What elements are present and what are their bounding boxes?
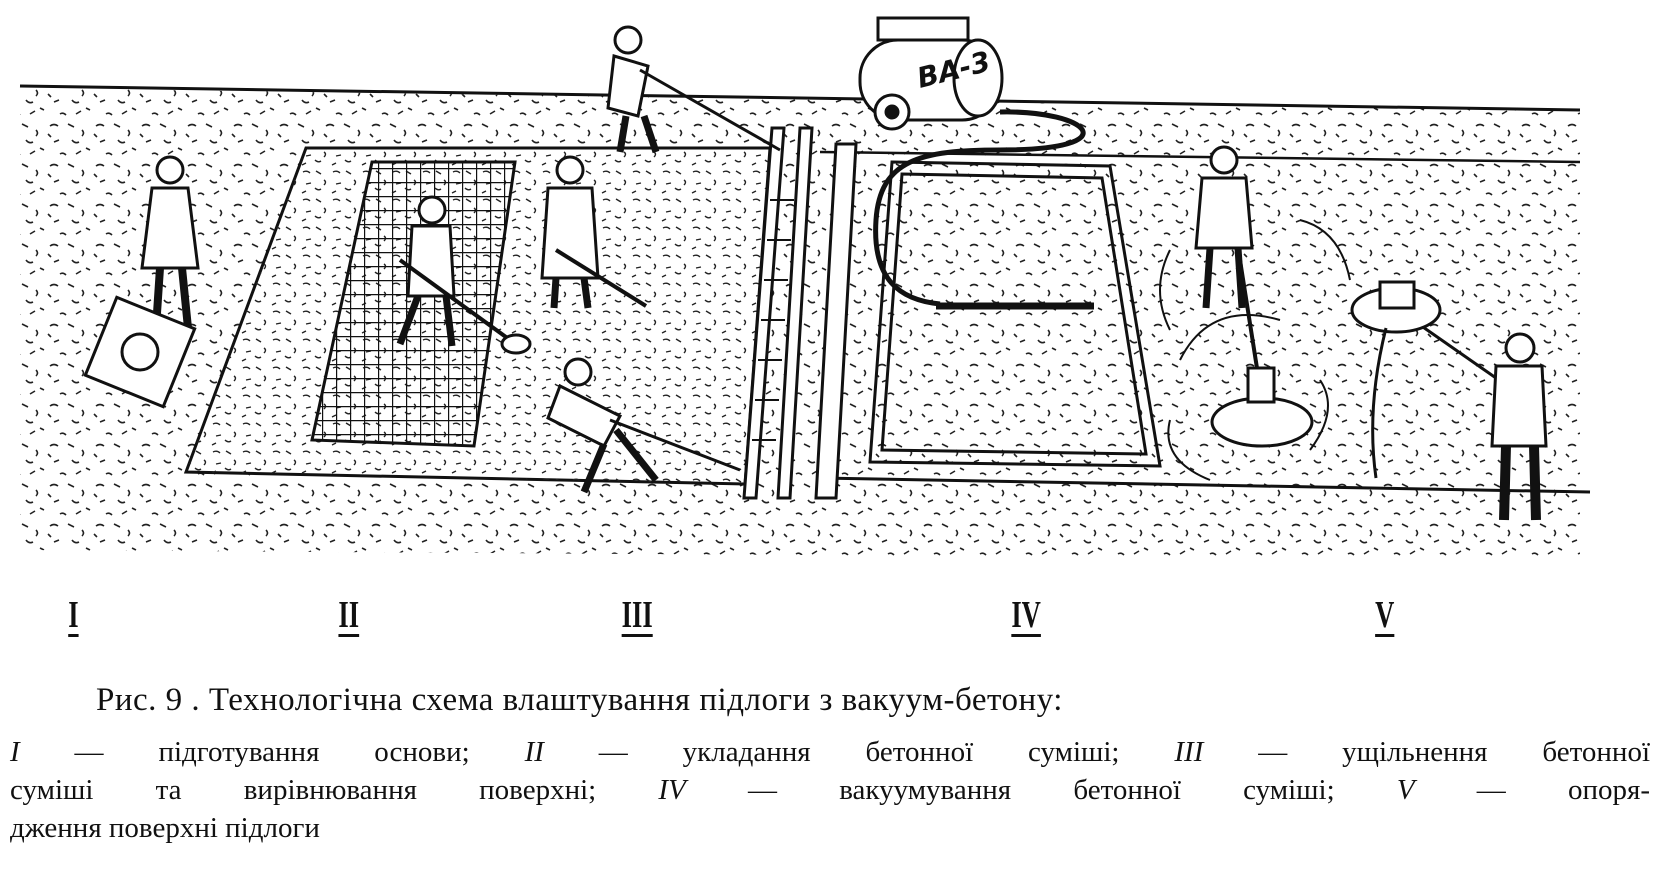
legend-numeral: V xyxy=(1396,774,1415,806)
concrete-floor-diagram: ВА-3 xyxy=(19,16,1591,560)
stage-label-3: III xyxy=(621,594,653,636)
swirl-marks xyxy=(1159,219,1351,481)
worker-trowel xyxy=(1350,280,1548,521)
worker-shovel-1 xyxy=(396,195,532,355)
stage-label-4: IV xyxy=(1011,594,1041,636)
legend-numeral: IV xyxy=(658,774,686,806)
worker-screed xyxy=(546,357,741,494)
legend-line-2: суміші та вирівнювання поверхні; IV — ва… xyxy=(10,771,1650,809)
worker-pulling xyxy=(606,25,781,154)
stage-label-2: II xyxy=(338,594,360,636)
vacuum-unit: ВА-3 xyxy=(858,16,1004,131)
worker-roller xyxy=(83,155,200,409)
legend-line-1: I — підготування основи; II — укладання … xyxy=(10,733,1650,771)
vacuum-mat xyxy=(868,160,1162,468)
figure-caption-title: Рис. 9 . Технологічна схема влаштування … xyxy=(96,682,1063,718)
worker-shovel-2 xyxy=(540,155,648,309)
legend-text: — опоря- xyxy=(1414,774,1651,806)
legend-text: — вакуумування бетонної суміші; xyxy=(685,774,1397,806)
legend-numeral: III xyxy=(1174,736,1204,768)
legend-text: дження поверхні підлоги xyxy=(10,812,320,844)
floor-slab xyxy=(183,146,772,486)
legend-text: — ущільнення бетонної xyxy=(1203,736,1651,768)
legend-text: — підготування основи; xyxy=(19,736,525,768)
legend-text: — укладання бетонної суміші; xyxy=(543,736,1175,768)
legend-numeral: I xyxy=(10,736,20,768)
worker-vacuum xyxy=(1194,145,1314,448)
stage-label-1: I xyxy=(68,594,79,636)
figure-caption-legend: I — підготування основи; II — укладання … xyxy=(10,733,1650,847)
stage-label-5: V xyxy=(1375,594,1395,636)
screed-rails xyxy=(742,126,858,500)
vacuum-hose xyxy=(873,109,1086,307)
legend-line-3: дження поверхні підлоги xyxy=(10,809,1650,847)
legend-text: суміші та вирівнювання поверхні; xyxy=(10,774,659,806)
legend-numeral: II xyxy=(524,736,544,768)
